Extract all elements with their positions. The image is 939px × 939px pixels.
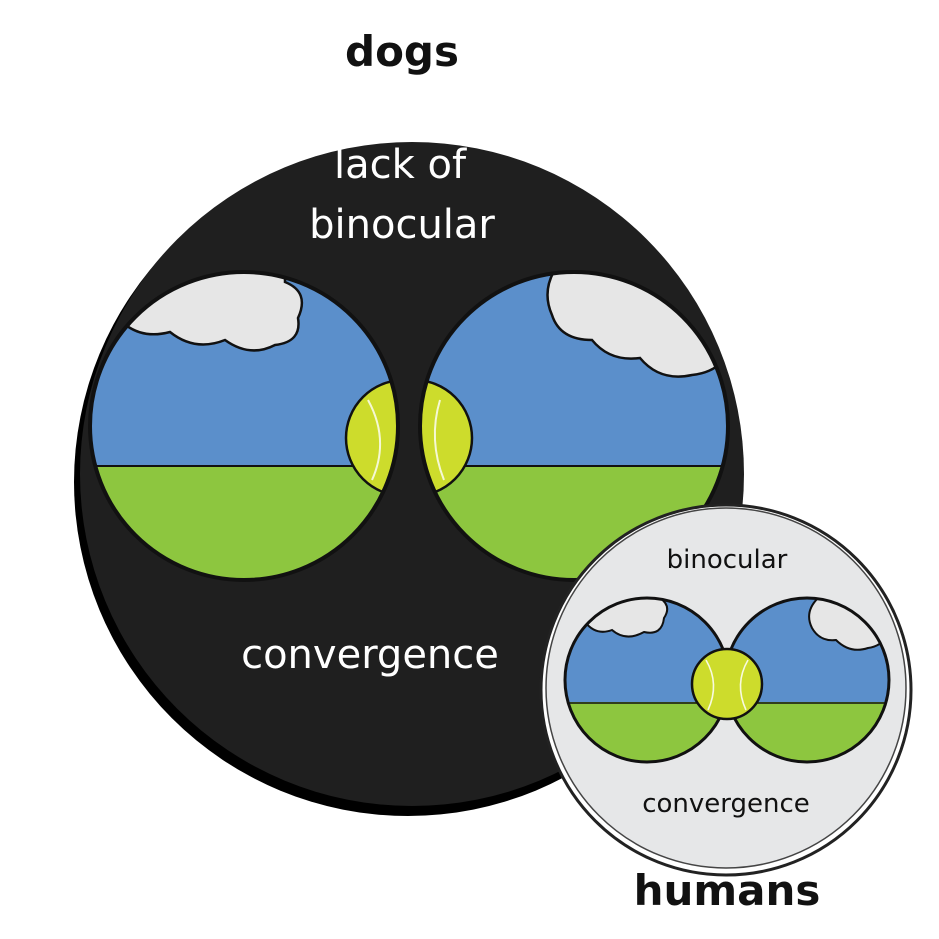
tennis-ball-icon: [420, 378, 474, 498]
dogs-top-text-line2: binocular: [309, 202, 495, 248]
tennis-ball-icon: [690, 647, 764, 721]
humans-top-text: binocular: [667, 545, 788, 575]
dog-left-eye-outline: [88, 270, 400, 582]
dog-right-eye-outline: [418, 270, 730, 582]
humans-title: humans: [634, 866, 821, 915]
tennis-ball-icon: [344, 378, 398, 498]
dogs-title: dogs: [345, 27, 459, 76]
humans-bottom-text: convergence: [642, 789, 810, 819]
dogs-top-text-line1: lack of: [334, 142, 467, 188]
dogs-bottom-text: convergence: [241, 632, 499, 678]
